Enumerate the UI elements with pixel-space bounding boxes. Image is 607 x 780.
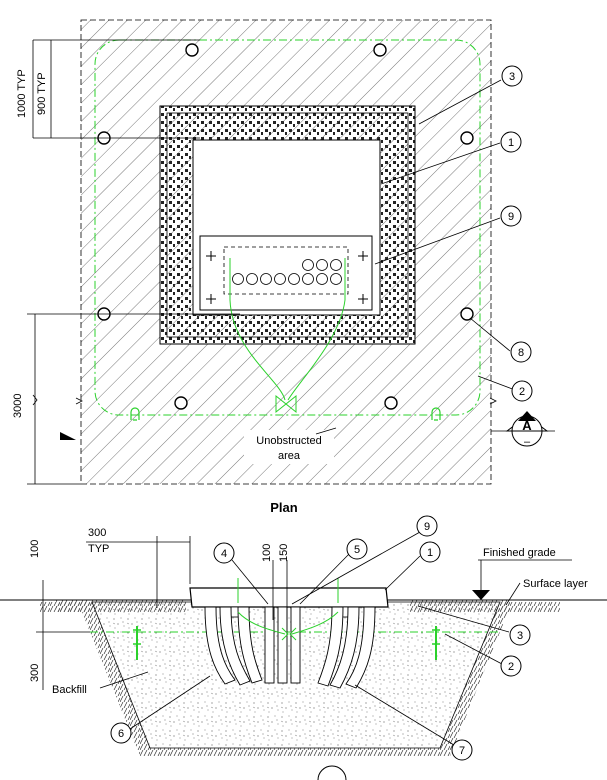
valve-symbol	[275, 394, 297, 414]
section-callout-4: 4	[221, 548, 227, 560]
plan-callout-2: 2	[519, 386, 525, 398]
dim-1000-typ: 1000 TYP	[16, 69, 28, 118]
section-callout-1: 1	[427, 547, 433, 559]
section-view: 300 TYP 100 300 100 150 Finished grade S…	[0, 515, 607, 780]
plan-callout-8: 8	[518, 347, 524, 359]
section-callout-9: 9	[424, 521, 430, 533]
label-surface-layer: Surface layer	[523, 578, 588, 590]
plan-callout-1: 1	[508, 137, 514, 149]
label-finished-grade: Finished grade	[483, 547, 556, 559]
section-callout-7: 7	[459, 745, 465, 757]
native-soil	[40, 602, 150, 756]
vault-lid	[189, 587, 389, 608]
unobstructed-label-2: area	[278, 450, 301, 462]
dim-300-typ: 300	[88, 527, 106, 539]
dim-900-typ: 900 TYP	[36, 72, 48, 115]
dim-typ-label: TYP	[88, 543, 109, 555]
conduit-array	[232, 259, 342, 285]
section-callout-2: 2	[508, 661, 514, 673]
anchor-marks	[206, 251, 368, 304]
section-callout-6: 6	[118, 728, 124, 740]
plan-callout-9: 9	[508, 211, 514, 223]
surface-layer	[56, 600, 186, 612]
plan-callout-3: 3	[509, 71, 515, 83]
label-backfill: Backfill	[52, 684, 87, 696]
plan-title: Plan	[270, 500, 298, 515]
clearance-boundary	[94, 39, 481, 416]
bollards	[97, 43, 474, 410]
section-callouts	[110, 515, 531, 761]
dim-100-left: 100	[29, 540, 41, 558]
section-callout-3: 3	[517, 630, 523, 642]
ground-rod-left	[130, 407, 140, 421]
section-marker-label: A	[522, 418, 532, 433]
dim-3000: 3000	[12, 394, 24, 418]
conduit-sweeps	[204, 606, 376, 689]
unobstructed-label-1: Unobstructed	[256, 435, 321, 447]
section-callout-5: 5	[354, 544, 360, 556]
plan-callouts	[500, 65, 533, 402]
dim-300-left: 300	[29, 664, 41, 682]
section-marker-a: A –	[60, 411, 555, 448]
dim-150: 150	[278, 544, 290, 562]
inner-frame	[199, 235, 373, 311]
ground-rod-right	[431, 407, 441, 421]
dim-100-top: 100	[261, 544, 273, 562]
plan-view: 1000 TYP 900 TYP 3000 A – Unobstructed a…	[12, 19, 555, 515]
section-marker-sub: –	[524, 436, 531, 448]
